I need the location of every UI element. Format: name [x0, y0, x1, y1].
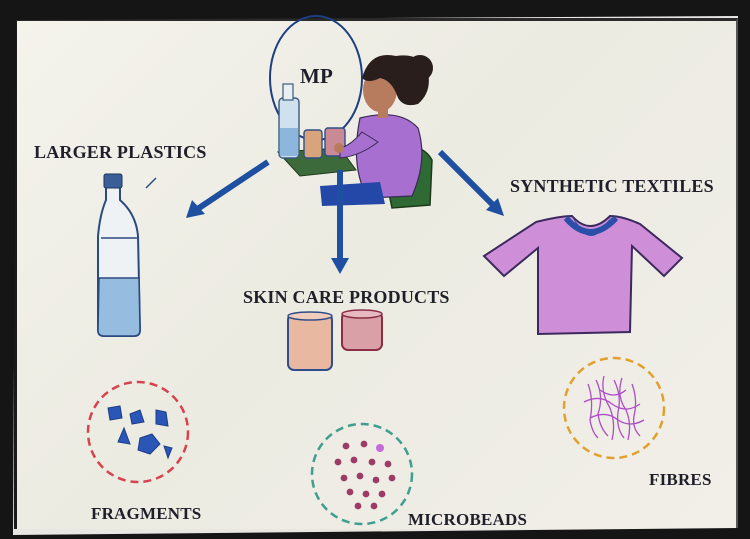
fibres-group: [562, 356, 666, 460]
label-synthetic-textiles: SYNTHETIC TEXTILES: [510, 176, 714, 196]
microbead-dot: [378, 490, 386, 498]
fibres-circle: [562, 356, 666, 460]
label-microbeads: MICROBEADS: [408, 510, 528, 529]
microbead-dot: [388, 474, 396, 482]
arrow-to-larger-plastics: [194, 159, 270, 213]
microbead-dot: [350, 456, 358, 464]
microbeads-group: [310, 422, 414, 526]
shirt-icon: [482, 214, 684, 336]
plastic-bottle-icon: [97, 173, 157, 337]
microbead-dot: [342, 442, 350, 450]
fibre-strands: [583, 375, 645, 441]
label-skin-care-products: SKIN CARE PRODUCTS: [243, 287, 450, 307]
arrow-to-synthetic-textiles: [437, 149, 497, 209]
desk-illustration: [276, 83, 357, 177]
microbead-dot: [384, 460, 392, 468]
fragment-shape: [107, 405, 123, 421]
microbead-dot: [340, 474, 348, 482]
microbead-dot: [370, 502, 378, 510]
microbead-dot: [334, 458, 342, 466]
microbead-dot: [346, 488, 354, 496]
woman-icon: [320, 54, 433, 209]
center-label: MP: [300, 64, 334, 88]
jar-icon: [287, 313, 333, 371]
microbead-dot: [354, 502, 362, 510]
fragment-shape: [137, 433, 161, 455]
label-fibres: FIBRES: [649, 470, 712, 489]
fragment-shape: [117, 426, 131, 445]
skin-care-jars: [287, 309, 383, 371]
microbead-dot: [360, 440, 368, 448]
fragment-shape: [155, 409, 169, 427]
fragment-shape: [129, 409, 145, 425]
desk-jar-icon: [303, 129, 323, 159]
fragments-group: [86, 380, 190, 484]
microbead-dot: [356, 472, 364, 480]
arrows: [186, 149, 504, 274]
fragments-circle: [86, 380, 190, 484]
microbeads-circle: [310, 422, 414, 526]
fragment-shape: [163, 445, 173, 460]
microbead-dot: [368, 458, 376, 466]
microbead-dot: [362, 490, 370, 498]
label-larger-plastics: LARGER PLASTICS: [34, 142, 207, 162]
microbead-dot: [372, 476, 380, 484]
microbead-dot: [376, 444, 384, 452]
label-fragments: FRAGMENTS: [91, 504, 202, 523]
